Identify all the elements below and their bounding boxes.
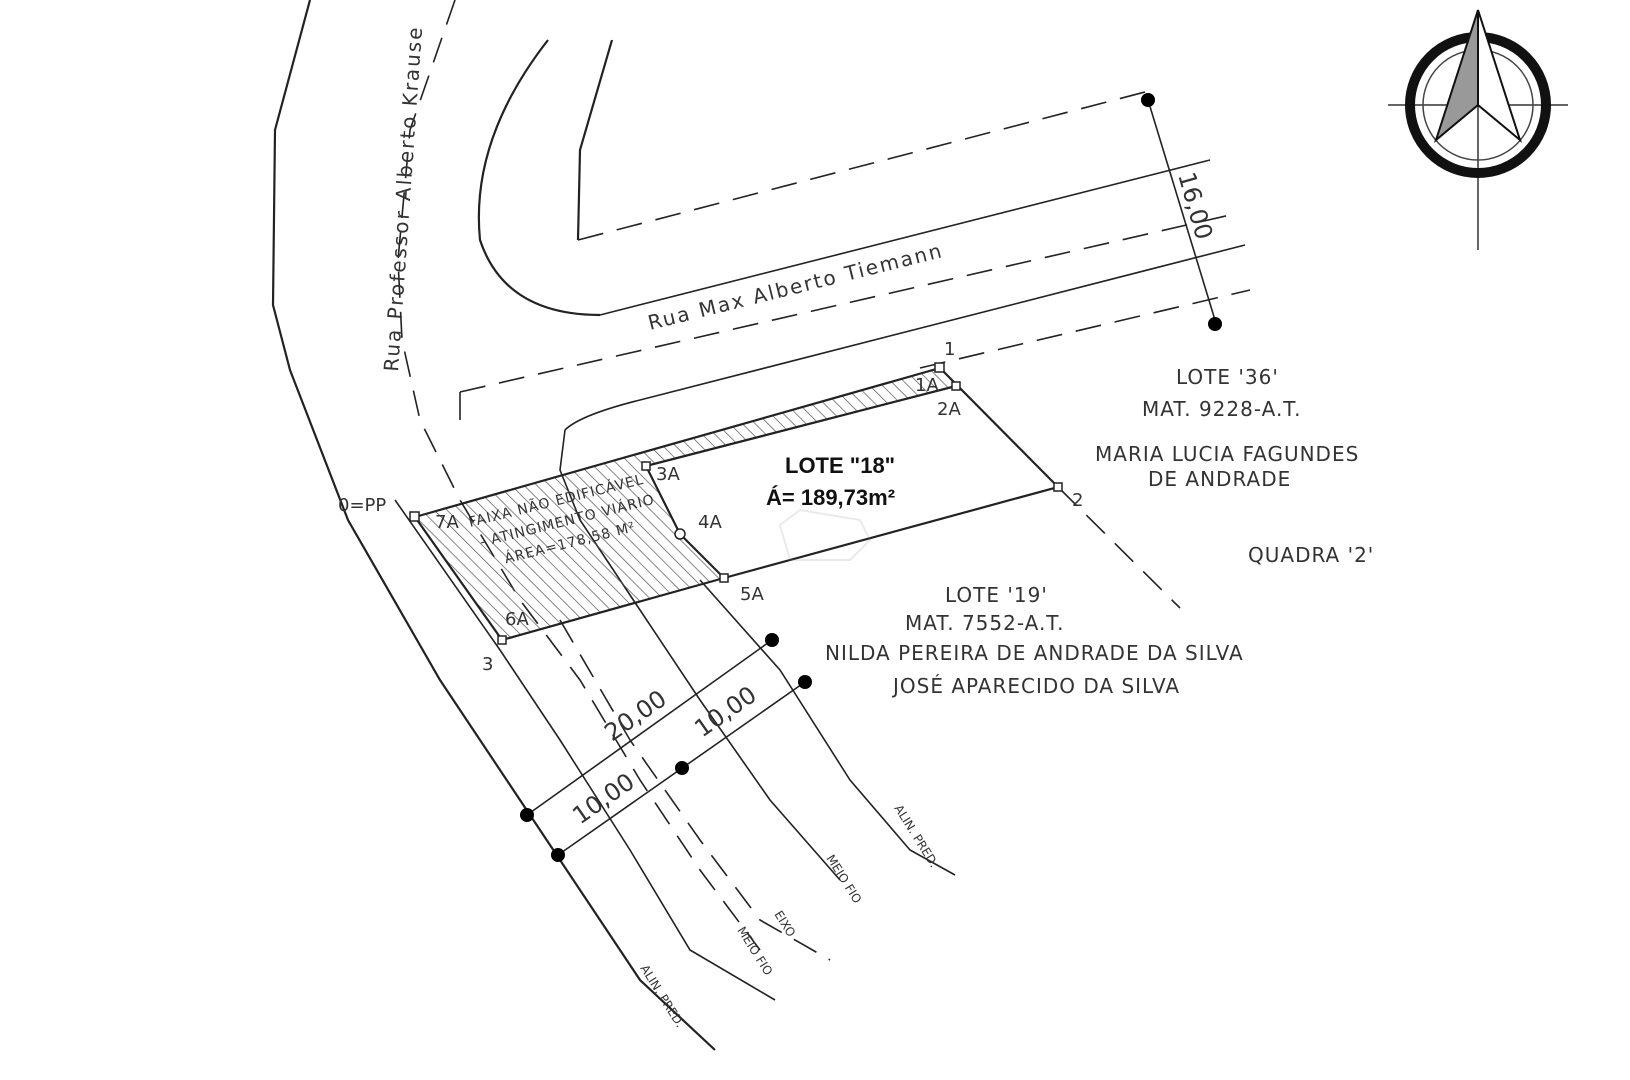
- line-labels: ALIN. PRED. MEIO FIO EIXO MEIO FIO ALIN.…: [637, 802, 941, 1030]
- lot-19-mat: MAT. 7552-A.T.: [905, 611, 1065, 635]
- north-alignment-line: [577, 91, 1146, 241]
- street-name-west: Rua Professor Alberto Krause: [379, 25, 427, 373]
- axis-line: [559, 619, 831, 961]
- label-meio-fio-east: MEIO FIO: [823, 852, 864, 906]
- point-label-2: 2: [1072, 490, 1083, 511]
- east-alignment-line: [699, 579, 956, 876]
- dimension-east-half: 10,00: [689, 681, 761, 743]
- lot-19-name: LOTE '19': [945, 583, 1048, 607]
- compass-north-arrow-icon: [1388, 9, 1568, 250]
- dimension-marker: [1208, 317, 1222, 331]
- label-alin-pred-west: ALIN. PRED.: [637, 962, 687, 1030]
- label-meio-fio-west: MEIO FIO: [734, 924, 775, 978]
- west-meio-fio-line: [394, 499, 776, 1001]
- vertex-markers: [409, 362, 1063, 645]
- block-label: QUADRA '2': [1248, 543, 1374, 567]
- north-street-lines: [459, 91, 1251, 431]
- dimension-west-half: 10,00: [567, 768, 639, 830]
- point-label-0pp: 0=PP: [338, 495, 386, 516]
- lot-18-title: LOTE "18": [785, 453, 895, 478]
- point-label-5a: 5A: [740, 584, 764, 605]
- street-name-north: Rua Max Alberto Tiemann: [645, 238, 945, 335]
- lot-36-mat: MAT. 9228-A.T.: [1142, 397, 1302, 421]
- lot-18-boundary: [413, 366, 1061, 642]
- lot-19-owner1: NILDA PEREIRA DE ANDRADE DA SILVA: [825, 641, 1244, 665]
- dimension-marker: [1141, 93, 1155, 107]
- east-meio-fio-line: [559, 429, 841, 881]
- non-building-strip-hatch: [415, 368, 956, 640]
- point-label-2a: 2A: [937, 399, 961, 420]
- point-label-3a: 3A: [656, 464, 680, 485]
- lot-19-owner2: JOSÉ APARECIDO DA SILVA: [891, 674, 1180, 698]
- vertex-labels: 1 1A 2A 2 3A 4A 5A 6A 7A 3 0=PP: [338, 339, 1083, 675]
- dimension-16-line: [1147, 99, 1216, 321]
- point-label-1: 1: [944, 339, 955, 360]
- lot-18-area: Á= 189,73m²: [766, 485, 895, 510]
- lot-36-name: LOTE '36': [1176, 365, 1279, 389]
- west-street-lines: [271, 0, 956, 1051]
- point-label-3: 3: [482, 654, 493, 675]
- watermark-logo: [778, 508, 872, 561]
- point-label-6a: 6A: [505, 609, 529, 630]
- point-label-4a: 4A: [698, 512, 722, 533]
- lot-19-boundary-line: [1057, 486, 1181, 609]
- lot-36-owner2: DE ANDRADE: [1148, 467, 1291, 491]
- lot-18-inner-line: [645, 384, 957, 468]
- north-lot-line: [919, 289, 1251, 369]
- dimension-north-width: 16,00: [1172, 169, 1218, 243]
- label-eixo: EIXO: [771, 908, 798, 939]
- lot-18-parcel: [409, 362, 1181, 645]
- lot-36-label: LOTE '36' MAT. 9228-A.T. MARIA LUCIA FAG…: [1095, 365, 1359, 491]
- point-label-7a: 7A: [435, 512, 459, 533]
- lot-36-owner1: MARIA LUCIA FAGUNDES: [1095, 442, 1359, 466]
- lot-19-label: LOTE '19' MAT. 7552-A.T. NILDA PEREIRA D…: [825, 583, 1244, 698]
- dimension-20-line: [526, 639, 773, 816]
- point-label-1a: 1A: [915, 375, 939, 396]
- north-axis-line: [459, 214, 1231, 393]
- road-width-dimensions: [520, 633, 812, 862]
